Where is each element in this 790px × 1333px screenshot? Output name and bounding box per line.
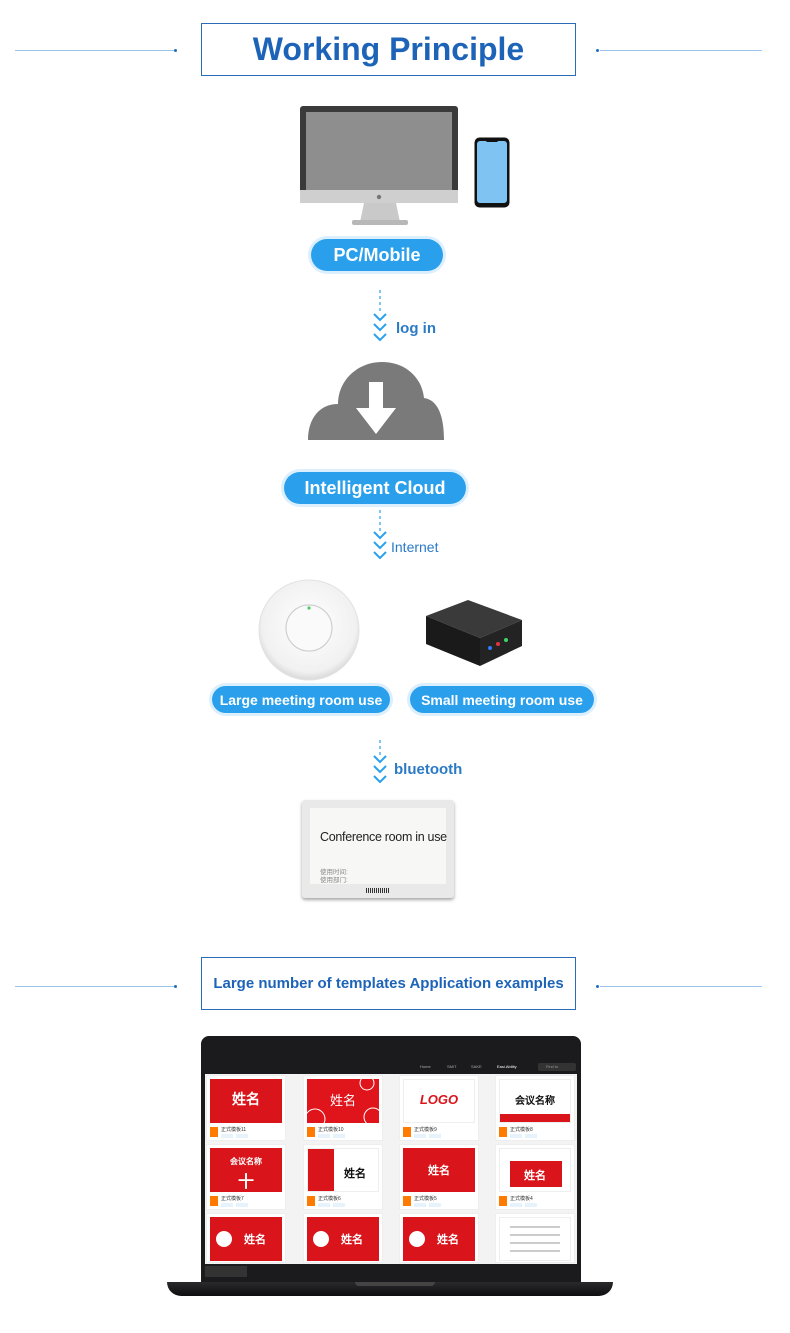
template-thumbnail: 姓名 — [210, 1079, 282, 1123]
template-card[interactable]: 姓名 — [303, 1213, 383, 1263]
template-thumbnail: 姓名 — [499, 1148, 571, 1192]
bluetooth-label: bluetooth — [394, 761, 463, 778]
header-dot-right — [596, 49, 599, 52]
tag-line-1: 使用时间: — [320, 869, 348, 876]
template-thumbnail — [499, 1217, 571, 1261]
search-input[interactable]: Find to — [538, 1063, 576, 1071]
template-card[interactable]: 姓名 正式模板10 — [303, 1075, 383, 1141]
template-thumbnail: 姓名 — [307, 1148, 379, 1192]
header2-dot-right — [596, 985, 599, 988]
templates-title-box: Large number of templates Application ex… — [201, 957, 576, 1010]
internet-label: Internet — [391, 539, 439, 555]
barcode-icon — [366, 888, 390, 893]
template-icon — [403, 1196, 411, 1206]
template-card[interactable]: 姓名 正式模板5 — [399, 1144, 479, 1210]
logo-circle-icon — [313, 1231, 329, 1247]
laptop-notch — [355, 1282, 435, 1286]
template-thumbnail: 会议名称 十 — [210, 1148, 282, 1192]
template-icon — [499, 1127, 507, 1137]
header-line-left — [15, 50, 175, 51]
laptop-base — [167, 1282, 613, 1296]
header-line-right — [600, 50, 762, 51]
template-card[interactable]: 姓名 正式模板11 — [206, 1075, 286, 1141]
template-icon — [403, 1127, 411, 1137]
epaper-screen: Conference room in use 使用时间: 使用部门: — [310, 808, 447, 884]
down-arrow-icon-bluetooth — [373, 740, 387, 784]
section-title-templates: Large number of templates Application ex… — [213, 975, 564, 992]
cloud-download-icon — [308, 362, 444, 440]
down-arrow-icon-internet — [373, 510, 387, 560]
large-room-pill: Large meeting room use — [212, 686, 390, 713]
nav-smit[interactable]: SMIT — [447, 1064, 457, 1069]
template-thumbnail: 姓名 — [307, 1217, 379, 1261]
template-thumbnail: 姓名 — [403, 1217, 475, 1261]
template-icon — [499, 1196, 507, 1206]
wave-pattern-icon — [307, 1079, 379, 1123]
page-title: Working Principle — [252, 31, 525, 67]
template-thumbnail: 姓名 — [403, 1148, 475, 1192]
template-card[interactable]: 姓名 — [399, 1213, 479, 1263]
template-card[interactable]: 姓名 — [206, 1213, 286, 1263]
tag-line-2: 使用部门: — [320, 877, 348, 884]
pc-mobile-label: PC/Mobile — [333, 244, 421, 265]
pc-mobile-pill: PC/Mobile — [311, 239, 443, 271]
template-icon — [307, 1196, 315, 1206]
template-thumbnail: 姓名 — [210, 1217, 282, 1261]
template-icon — [210, 1127, 218, 1137]
ceiling-gateway-icon — [258, 579, 360, 681]
template-card[interactable]: LOGO 正式模板9 — [399, 1075, 479, 1141]
laptop-nav-bar: Home SMIT SAKE Easi.Ability Find to — [205, 1060, 577, 1074]
down-arrow-icon-login — [373, 290, 387, 342]
logo-circle-icon — [216, 1231, 232, 1247]
tag-title: Conference room in use — [320, 830, 447, 844]
template-thumbnail: 姓名 — [307, 1079, 379, 1123]
monitor-icon — [300, 106, 458, 225]
header2-line-left — [15, 986, 175, 987]
intelligent-cloud-pill: Intelligent Cloud — [284, 472, 466, 504]
template-card[interactable]: 姓名 正式模板6 — [303, 1144, 383, 1210]
logo-circle-icon — [409, 1231, 425, 1247]
nav-home[interactable]: Home — [420, 1064, 431, 1069]
nav-sake[interactable]: SAKE — [471, 1064, 482, 1069]
small-room-label: Small meeting room use — [421, 691, 583, 708]
template-thumbnail: LOGO — [403, 1079, 475, 1123]
intelligent-cloud-label: Intelligent Cloud — [304, 477, 446, 498]
template-card[interactable]: 会议名称 十 正式模板7 — [206, 1144, 286, 1210]
template-card[interactable]: 姓名 正式模板4 — [495, 1144, 575, 1210]
header-dot-left — [174, 49, 177, 52]
template-card[interactable]: 会议名称 正式模板8 — [495, 1075, 575, 1141]
small-room-pill: Small meeting room use — [410, 686, 594, 713]
working-principle-title-box: Working Principle — [201, 23, 576, 76]
epaper-tag: Conference room in use 使用时间: 使用部门: — [302, 800, 454, 898]
template-icon — [307, 1127, 315, 1137]
header2-line-right — [600, 986, 762, 987]
template-icon — [210, 1196, 218, 1206]
phone-icon — [474, 137, 510, 208]
login-label: log in — [396, 320, 436, 337]
template-thumbnail: 会议名称 — [499, 1079, 571, 1123]
nav-easi[interactable]: Easi.Ability — [497, 1064, 517, 1069]
template-card[interactable] — [495, 1213, 575, 1263]
header2-dot-left — [174, 985, 177, 988]
scrollbar[interactable] — [205, 1266, 247, 1277]
desktop-gateway-icon — [426, 600, 522, 666]
large-room-label: Large meeting room use — [219, 691, 383, 708]
